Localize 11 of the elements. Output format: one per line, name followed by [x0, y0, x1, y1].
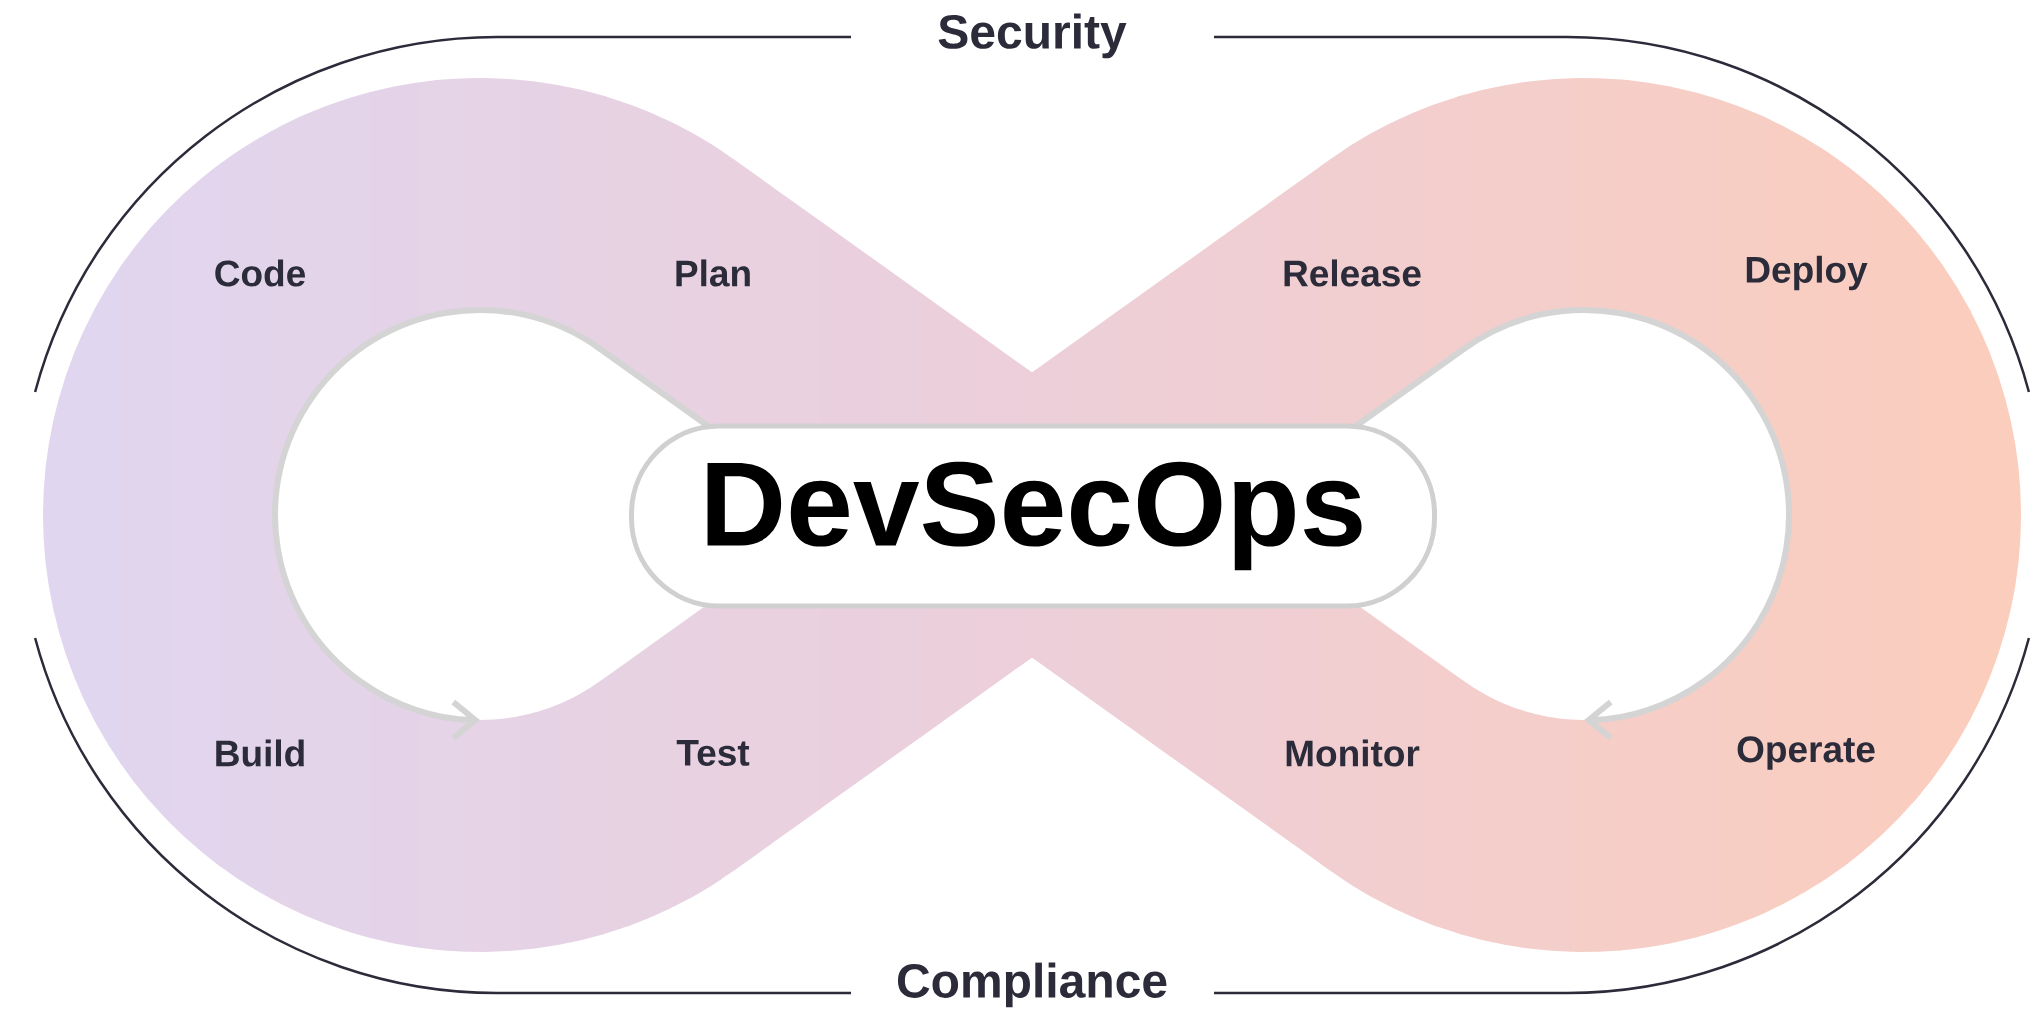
title-pill: DevSecOps [629, 423, 1437, 609]
stage-label: Deploy [1746, 255, 1868, 291]
heading-label: Security [938, 13, 1127, 59]
stage-label: Test [676, 740, 750, 766]
heading-label: Compliance [897, 962, 1167, 1008]
stage-label: Plan [676, 259, 750, 287]
stage-label: Release [1284, 259, 1421, 287]
stage-label: Code [215, 259, 305, 287]
stage-label: Monitor [1286, 739, 1420, 767]
stage-label: Operate [1737, 736, 1875, 770]
stage-label: Build [216, 739, 304, 767]
